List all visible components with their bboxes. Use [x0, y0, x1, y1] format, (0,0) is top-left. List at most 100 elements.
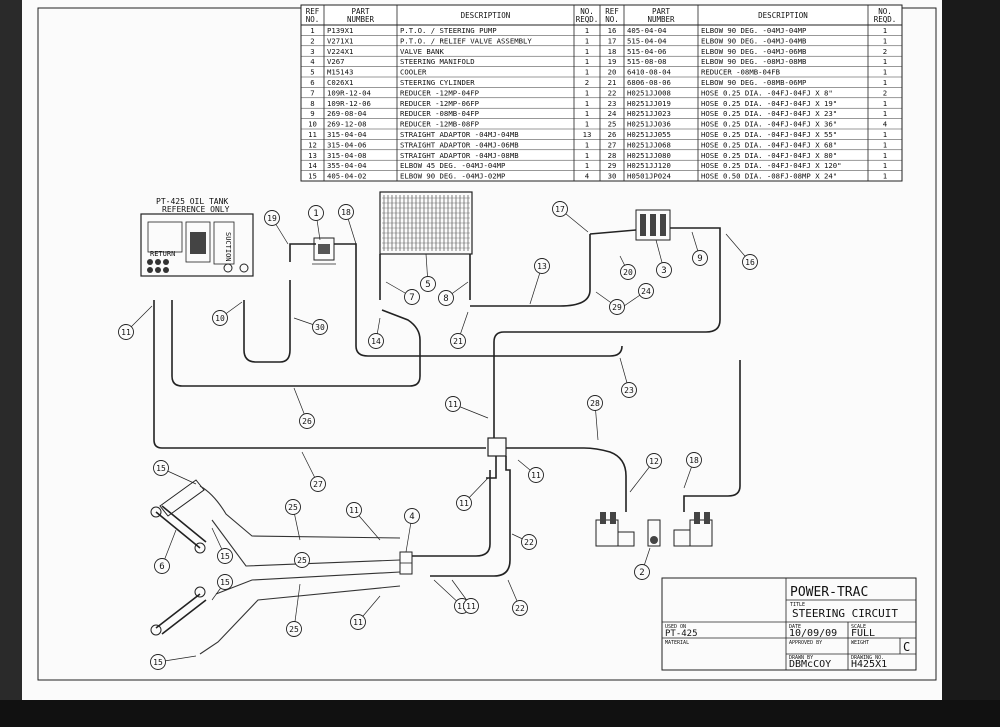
header-qty: NO. — [580, 7, 594, 16]
callout-25: 25 — [285, 499, 301, 541]
used-on-label: USED ON — [665, 624, 686, 630]
callout-15: 15 — [211, 574, 233, 601]
cell-ref: 16 — [608, 26, 617, 35]
callout-11: 11 — [350, 595, 381, 630]
cell-qty: 1 — [585, 68, 589, 77]
callout-label: 11 — [457, 602, 467, 611]
cell-qty: 2 — [585, 78, 589, 87]
header-qty: REQD. — [874, 15, 897, 24]
cell-ref: 23 — [608, 99, 617, 108]
cell-description: ELBOW 90 DEG. -04MJ-04MB — [701, 36, 807, 45]
cell-part-number: H0251JJ019 — [627, 99, 671, 108]
cell-description: REDUCER -12MP-04FP — [400, 88, 480, 97]
cell-description: HOSE 0.25 DIA. -04FJ-04FJ X 36" — [701, 120, 837, 129]
cell-description: STRAIGHT ADAPTOR -04MJ-06MB — [400, 140, 519, 149]
cell-description: HOSE 0.25 DIA. -04FJ-04FJ X 80" — [701, 151, 837, 160]
drawing-title: STEERING CIRCUIT — [792, 607, 898, 620]
callout-label: 21 — [453, 337, 463, 346]
callout-4: 4 — [404, 508, 420, 553]
cell-description: ELBOW 45 DEG. -04MJ-04MP — [400, 161, 506, 170]
cell-qty: 1 — [883, 68, 887, 77]
cell-ref: 9 — [310, 109, 314, 118]
material-label: MATERIAL — [665, 640, 689, 646]
header-description: DESCRIPTION — [461, 11, 511, 20]
cooler — [379, 191, 473, 255]
callout-label: 8 — [443, 294, 448, 304]
callout-label: 25 — [297, 556, 307, 565]
cell-qty: 1 — [585, 120, 589, 129]
cell-part-number: H0251JJ068 — [627, 140, 671, 149]
cell-description: ELBOW 90 DEG. -04MJ-02MP — [400, 172, 506, 181]
company-name: POWER-TRAC — [790, 585, 868, 600]
tank-return-label: RETURN — [150, 250, 175, 258]
callout-15: 15 — [150, 654, 197, 670]
drawing-number-label: DRAWING NO. — [851, 655, 884, 661]
callout-11: 11 — [346, 502, 381, 541]
header-ref: REF — [306, 7, 320, 16]
cell-qty: 4 — [883, 120, 888, 129]
callout-18: 18 — [338, 204, 357, 245]
cell-part-number: 515-08-08 — [627, 57, 667, 66]
callout-label: 23 — [624, 386, 634, 395]
callout-11: 11 — [517, 459, 544, 483]
callout-label: 27 — [313, 480, 323, 489]
cell-qty: 1 — [883, 151, 887, 160]
cell-qty: 2 — [883, 47, 887, 56]
steering-pump — [312, 237, 336, 265]
callout-22: 22 — [511, 533, 537, 550]
page-binding-edge — [942, 0, 1000, 727]
callout-label: 1 — [313, 209, 318, 219]
cell-description: ELBOW 90 DEG. -04MJ-06MB — [701, 47, 807, 56]
cell-qty: 1 — [883, 78, 887, 87]
cell-part-number: C026X1 — [327, 78, 353, 87]
cell-qty: 1 — [883, 140, 887, 149]
callout-label: 22 — [515, 604, 525, 613]
callout-label: 5 — [425, 280, 430, 290]
cell-ref: 24 — [608, 109, 617, 118]
cell-part-number: 405-04-04 — [627, 26, 667, 35]
callout-14: 14 — [368, 317, 384, 349]
cell-qty: 13 — [583, 130, 592, 139]
callout-3: 3 — [655, 239, 672, 278]
callout-27: 27 — [301, 451, 326, 492]
cell-ref: 26 — [608, 130, 617, 139]
cell-part-number: V271X1 — [327, 36, 353, 45]
callout-label: 25 — [289, 625, 299, 634]
header-qty: NO. — [878, 7, 892, 16]
callout-15: 15 — [211, 527, 233, 564]
cell-qty: 1 — [883, 57, 887, 66]
cell-qty: 1 — [883, 172, 887, 181]
cell-description: HOSE 0.25 DIA. -04FJ-04FJ X 55" — [701, 130, 837, 139]
cell-qty: 1 — [585, 57, 589, 66]
callout-label: 22 — [524, 538, 534, 547]
callout-25: 25 — [286, 583, 302, 637]
cell-qty: 1 — [883, 99, 887, 108]
callout-label: 18 — [341, 208, 351, 217]
cell-description: HOSE 0.25 DIA. -04FJ-04FJ X 23" — [701, 109, 837, 118]
callout-label: 2 — [639, 568, 644, 578]
cell-qty: 1 — [585, 161, 589, 170]
cell-description: HOSE 0.25 DIA. -04FJ-04FJ X 8" — [701, 88, 833, 97]
cell-part-number: 515-04-04 — [627, 36, 667, 45]
cell-qty: 2 — [883, 88, 887, 97]
callout-19: 19 — [264, 210, 289, 245]
callout-6: 6 — [154, 529, 177, 574]
callout-label: 14 — [371, 337, 381, 346]
cell-part-number: M15143 — [327, 68, 353, 77]
callout-11: 11 — [456, 477, 489, 511]
cell-ref: 15 — [308, 172, 317, 181]
callout-label: 11 — [349, 506, 359, 515]
callout-label: 3 — [661, 266, 666, 276]
cell-qty: 1 — [585, 109, 589, 118]
cell-ref: 22 — [608, 88, 617, 97]
cell-ref: 20 — [608, 68, 617, 77]
cell-part-number: H0251JJ080 — [627, 151, 671, 160]
cell-part-number: H0251JJ023 — [627, 109, 671, 118]
